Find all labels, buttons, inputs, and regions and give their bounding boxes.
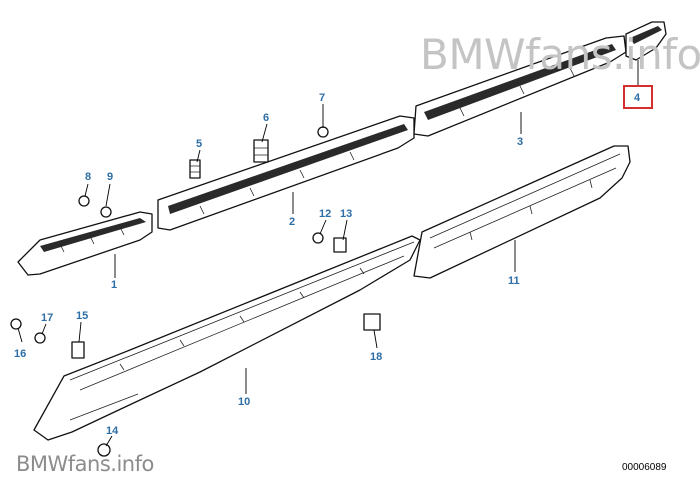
callout-11: 11 [508, 275, 520, 287]
document-number: 00006089 [622, 462, 667, 473]
callout-labels: 1 2 3 4 5 6 7 8 9 10 11 12 13 14 15 16 1… [14, 92, 641, 437]
callout-16: 16 [14, 348, 26, 360]
part-4-rear-cap [625, 21, 667, 61]
nut-7 [317, 126, 329, 138]
washer-17 [34, 332, 46, 344]
part-2-door-trim-front [157, 115, 415, 231]
watermark-top: BMWfans.info [420, 30, 700, 79]
callout-9: 9 [107, 171, 113, 183]
callout-15: 15 [76, 310, 88, 322]
callout-13: 13 [340, 208, 352, 220]
part-1-front-trim [17, 211, 153, 276]
callout-5: 5 [196, 138, 202, 150]
callout-1: 1 [111, 279, 117, 291]
part-11-rear-panel [413, 145, 631, 279]
screw-12 [312, 232, 324, 244]
callout-12: 12 [319, 208, 331, 220]
part-10-rocker-panel [33, 235, 421, 441]
clip-18 [363, 313, 381, 331]
nut-8 [78, 195, 90, 207]
callout-3: 3 [517, 136, 523, 148]
callout-14: 14 [106, 425, 119, 437]
clip-13 [333, 237, 347, 253]
callout-17: 17 [41, 312, 53, 324]
clip-15 [71, 341, 85, 359]
clip-5 [189, 159, 201, 179]
watermark-bottom: BMWfans.info [16, 452, 154, 476]
callout-8: 8 [85, 171, 91, 183]
screw-14 [97, 443, 111, 457]
callout-7: 7 [319, 92, 325, 104]
nut-16 [10, 318, 22, 330]
callout-4: 4 [634, 92, 641, 104]
callout-18: 18 [370, 351, 382, 363]
nut-9 [100, 206, 112, 218]
highlight-box-callout-4 [623, 85, 653, 109]
callout-2: 2 [289, 216, 295, 228]
leader-lines [17, 60, 639, 447]
callout-6: 6 [263, 112, 269, 124]
clip-6 [253, 139, 269, 163]
part-3-door-trim-rear [413, 35, 627, 137]
callout-10: 10 [238, 396, 250, 408]
